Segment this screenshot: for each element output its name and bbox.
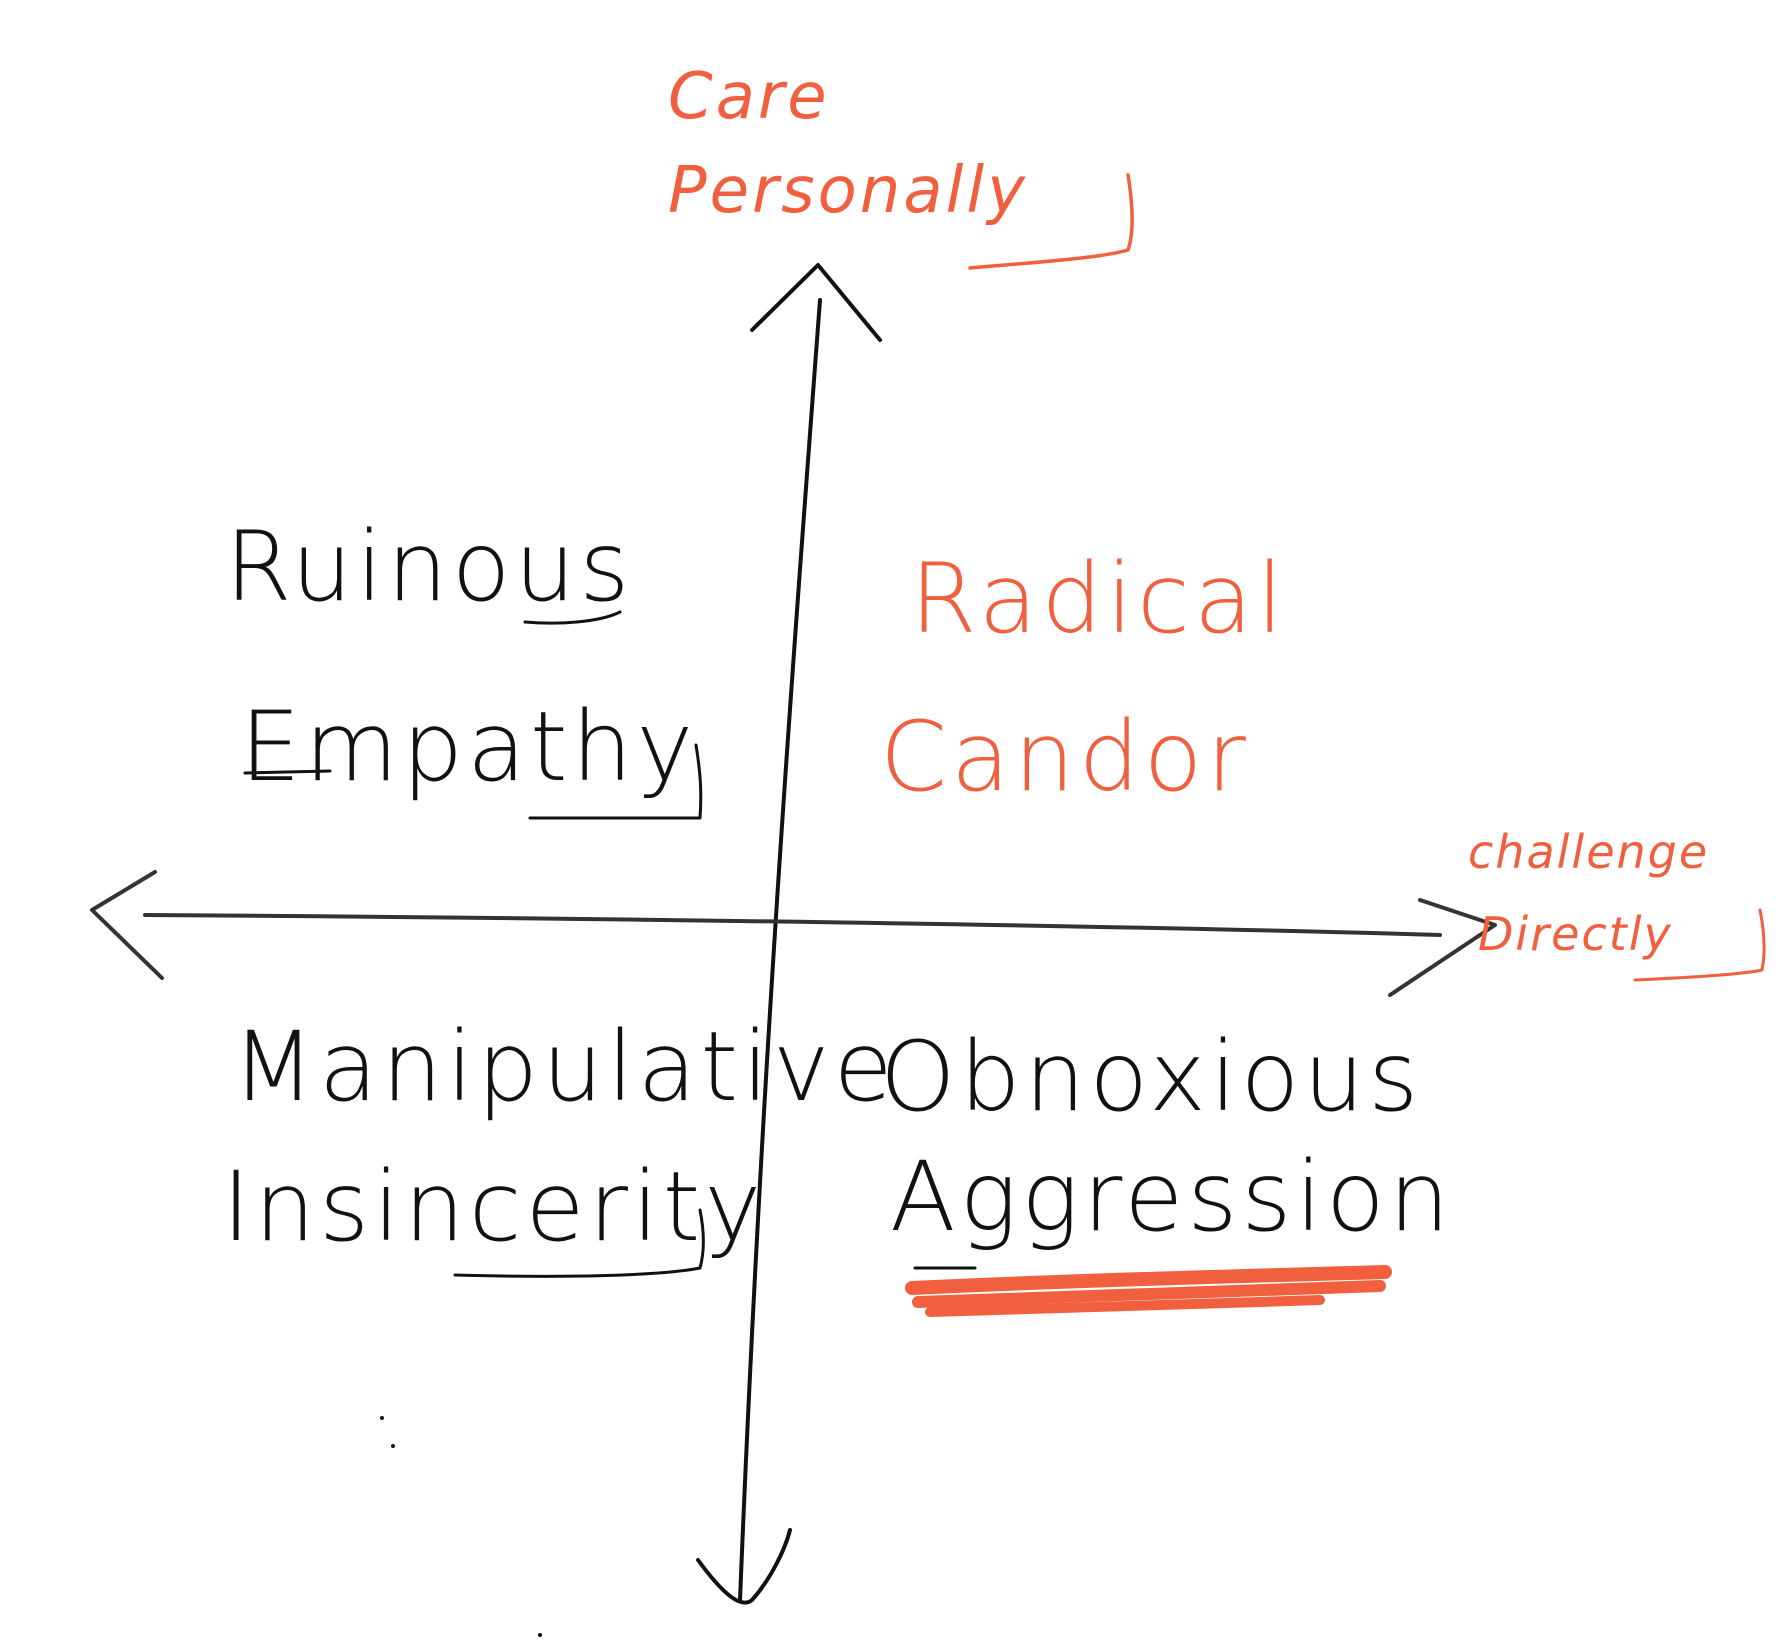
quadrant-bottom-left-line2: Insincerity xyxy=(222,1151,765,1263)
stray-dot xyxy=(538,1633,542,1637)
quadrant-top-left-underline-1 xyxy=(243,769,332,775)
quadrant-bottom-right-line2: Aggression xyxy=(890,1141,1454,1253)
quadrant-bottom-right-highlight-2 xyxy=(912,1280,1386,1308)
stray-dot xyxy=(391,1444,395,1448)
quadrant-top-left-underline-3 xyxy=(523,610,622,625)
quadrant-top-left-underline-2 xyxy=(528,743,703,820)
vertical-axis-label-underline xyxy=(968,173,1134,270)
vertical-axis-label-line1: Care xyxy=(668,60,830,134)
quadrant-top-right-line1: Radical xyxy=(910,543,1287,655)
horizontal-axis-line xyxy=(143,913,1442,937)
quadrant-bottom-right-highlight-3 xyxy=(925,1295,1325,1317)
quadrant-top-left-line2: Empathy xyxy=(240,691,697,803)
vertical-axis-bottom-arrowhead xyxy=(696,1528,792,1605)
quadrant-top-right-line2: Candor xyxy=(880,701,1250,813)
vertical-axis-top-arrowhead xyxy=(750,263,882,342)
horizontal-axis-label-line2: Directly xyxy=(1478,907,1673,961)
quadrant-bottom-right-highlight xyxy=(905,1265,1392,1295)
quadrant-top-left-line1: Ruinous xyxy=(225,511,633,623)
quadrant-bottom-left-underline xyxy=(453,1208,705,1278)
horizontal-axis-left-arrowhead xyxy=(90,870,164,980)
quadrant-bottom-right-line1: Obnoxious xyxy=(880,1021,1422,1133)
quadrant-bottom-left-line1: Manipulative xyxy=(232,1011,897,1123)
stray-dot xyxy=(380,1416,384,1420)
vertical-axis-line xyxy=(738,298,822,1602)
horizontal-axis-right-arrowhead xyxy=(1388,898,1497,997)
horizontal-axis-label-line1: challenge xyxy=(1468,825,1709,879)
horizontal-axis-label-underline xyxy=(1633,908,1766,982)
vertical-axis-label-line2: Personally xyxy=(668,154,1028,228)
